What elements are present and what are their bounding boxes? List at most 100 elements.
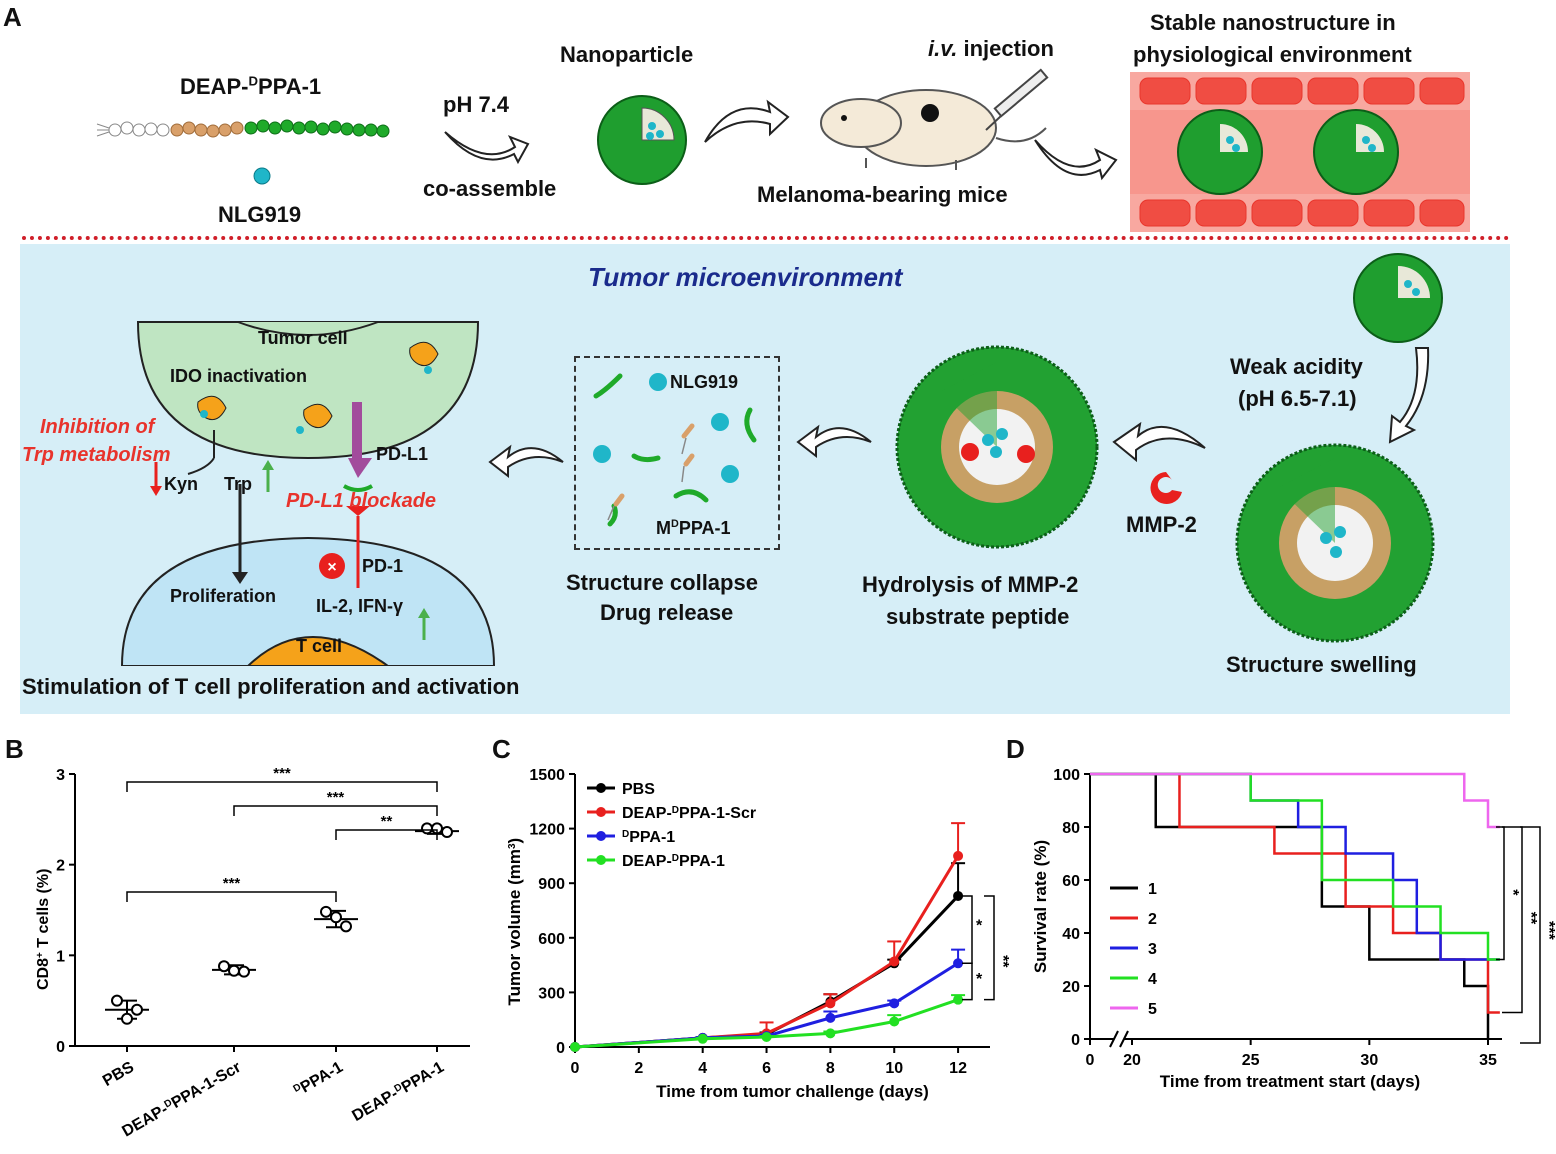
x-tick-label: 35 xyxy=(1479,1052,1497,1069)
x-tick-label: 20 xyxy=(1123,1052,1141,1069)
y-tick-label: 20 xyxy=(1062,979,1080,996)
mmp2-icon xyxy=(1150,472,1182,504)
data-point xyxy=(570,1042,580,1052)
deap-dppa-label: DEAP-DPPA-1 xyxy=(180,73,322,99)
legend-label: DPPA-1 xyxy=(622,829,675,847)
sig-star: ** xyxy=(381,813,393,830)
x-axis-label: Time from treatment start (days) xyxy=(1160,1072,1420,1091)
data-point xyxy=(330,911,342,924)
x-tick-label: DPPA-1 xyxy=(291,1058,346,1100)
y-tick-label: 600 xyxy=(538,931,565,948)
data-point xyxy=(121,1012,133,1025)
arrow-4-icon xyxy=(488,444,564,479)
ido-label: IDO inactivation xyxy=(170,366,308,386)
y-tick-label: 3 xyxy=(56,767,65,784)
x-axis-label: Time from tumor challenge (days) xyxy=(656,1082,929,1101)
sig-star: *** xyxy=(1540,921,1556,940)
collapse-fragments xyxy=(593,373,757,527)
sig-bracket xyxy=(335,829,438,840)
arrow-5-icon xyxy=(796,424,872,459)
y-tick-label: 2 xyxy=(56,858,65,875)
hydrolysis-line1: Hydrolysis of MMP-2 xyxy=(862,572,1079,597)
data-point xyxy=(111,994,123,1007)
data-point xyxy=(441,826,453,839)
legend-label: PBS xyxy=(622,781,655,798)
x-tick-label: DEAP-DPPA-1 xyxy=(349,1058,447,1125)
panel-c-letter: C xyxy=(492,734,511,764)
proliferation-label: Proliferation xyxy=(170,586,277,606)
x-tick-label: 10 xyxy=(885,1060,903,1077)
x-tick-label: DEAP-DPPA-1-Scr xyxy=(119,1058,244,1140)
x-tick-label: 2 xyxy=(634,1060,643,1077)
sig-star: * xyxy=(976,971,983,988)
data-point xyxy=(761,1031,772,1042)
y-tick-label: 1200 xyxy=(529,822,565,839)
legend-label: DEAP-DPPA-1 xyxy=(622,853,725,871)
nlg-box-label: NLG919 xyxy=(670,372,739,392)
x-tick-label: PBS xyxy=(100,1059,137,1090)
pdl1-label: PD-L1 xyxy=(376,444,429,464)
cell-diagram: × xyxy=(120,321,496,666)
mmp2-label: MMP-2 xyxy=(1126,512,1197,537)
tcell-label: T cell xyxy=(296,636,343,656)
data-point xyxy=(953,850,964,861)
nanoparticle-graphic xyxy=(597,95,687,185)
y-tick-label: 100 xyxy=(1053,767,1080,784)
arrow-6-icon xyxy=(1112,421,1206,463)
mice-label: Melanoma-bearing mice xyxy=(757,182,1008,207)
panel-a-letter: A xyxy=(3,2,22,32)
data-point xyxy=(238,965,250,978)
y-tick-label: 900 xyxy=(538,876,565,893)
axis-break xyxy=(1109,1030,1119,1048)
legend-label: 2 xyxy=(1148,911,1157,928)
pdl1-blockade-label: PD-L1 blockade xyxy=(286,490,437,512)
sig-star: *** xyxy=(327,789,345,806)
y-tick-label: 0 xyxy=(556,1040,565,1057)
data-point xyxy=(953,958,964,969)
data-point xyxy=(825,1012,836,1023)
data-point xyxy=(953,890,964,901)
y-tick-label: 60 xyxy=(1062,873,1080,890)
pd1-label: PD-1 xyxy=(362,556,404,576)
stable-label-line1: Stable nanostructure in xyxy=(1150,10,1396,35)
legend-marker xyxy=(596,855,606,865)
stable-label-line2: physiological environment xyxy=(1133,42,1412,67)
sig-bracket xyxy=(233,805,438,816)
data-point xyxy=(889,1016,900,1027)
weak-acid-line2: (pH 6.5-7.1) xyxy=(1238,386,1357,411)
x-tick-label: 25 xyxy=(1242,1052,1260,1069)
survival-curve xyxy=(1090,772,1500,961)
sig-star: ** xyxy=(994,955,1010,968)
nlg919-dot xyxy=(253,167,271,185)
stimulation-label: Stimulation of T cell proliferation and … xyxy=(22,674,520,699)
survival-curve xyxy=(1090,772,1500,961)
arrow-2-icon xyxy=(704,99,790,143)
data-point xyxy=(228,964,240,977)
legend-label: 3 xyxy=(1148,941,1157,958)
y-axis-label: CD8+ T cells (%) xyxy=(35,869,53,990)
data-point xyxy=(889,998,900,1009)
legend-label: 5 xyxy=(1148,1001,1157,1018)
sig-bracket xyxy=(126,891,337,902)
axis-break xyxy=(1119,1030,1129,1048)
tme-title: Tumor microenvironment xyxy=(588,262,903,292)
sig-star: *** xyxy=(273,765,291,782)
trp-label: Trp xyxy=(224,474,253,494)
collapse-line1: Structure collapse xyxy=(566,570,758,595)
mouse-graphic xyxy=(820,68,1049,170)
collapse-line2: Drug release xyxy=(600,600,734,625)
hydrolysis-line2: substrate peptide xyxy=(886,604,1070,629)
legend-label: 4 xyxy=(1148,971,1157,988)
panel-b-letter: B xyxy=(5,734,24,764)
kyn-label: Kyn xyxy=(164,474,199,494)
y-tick-label: 300 xyxy=(538,985,565,1002)
y-tick-label: 80 xyxy=(1062,820,1080,837)
iv-injection-label: i.v. injection xyxy=(928,36,1054,61)
panel-d-letter: D xyxy=(1006,734,1025,764)
collapse-box xyxy=(574,356,780,550)
coassemble-label: co-assemble xyxy=(423,176,557,201)
data-point xyxy=(889,956,900,967)
sig-star: * xyxy=(1504,889,1521,896)
small-nanoparticle xyxy=(1353,253,1443,343)
